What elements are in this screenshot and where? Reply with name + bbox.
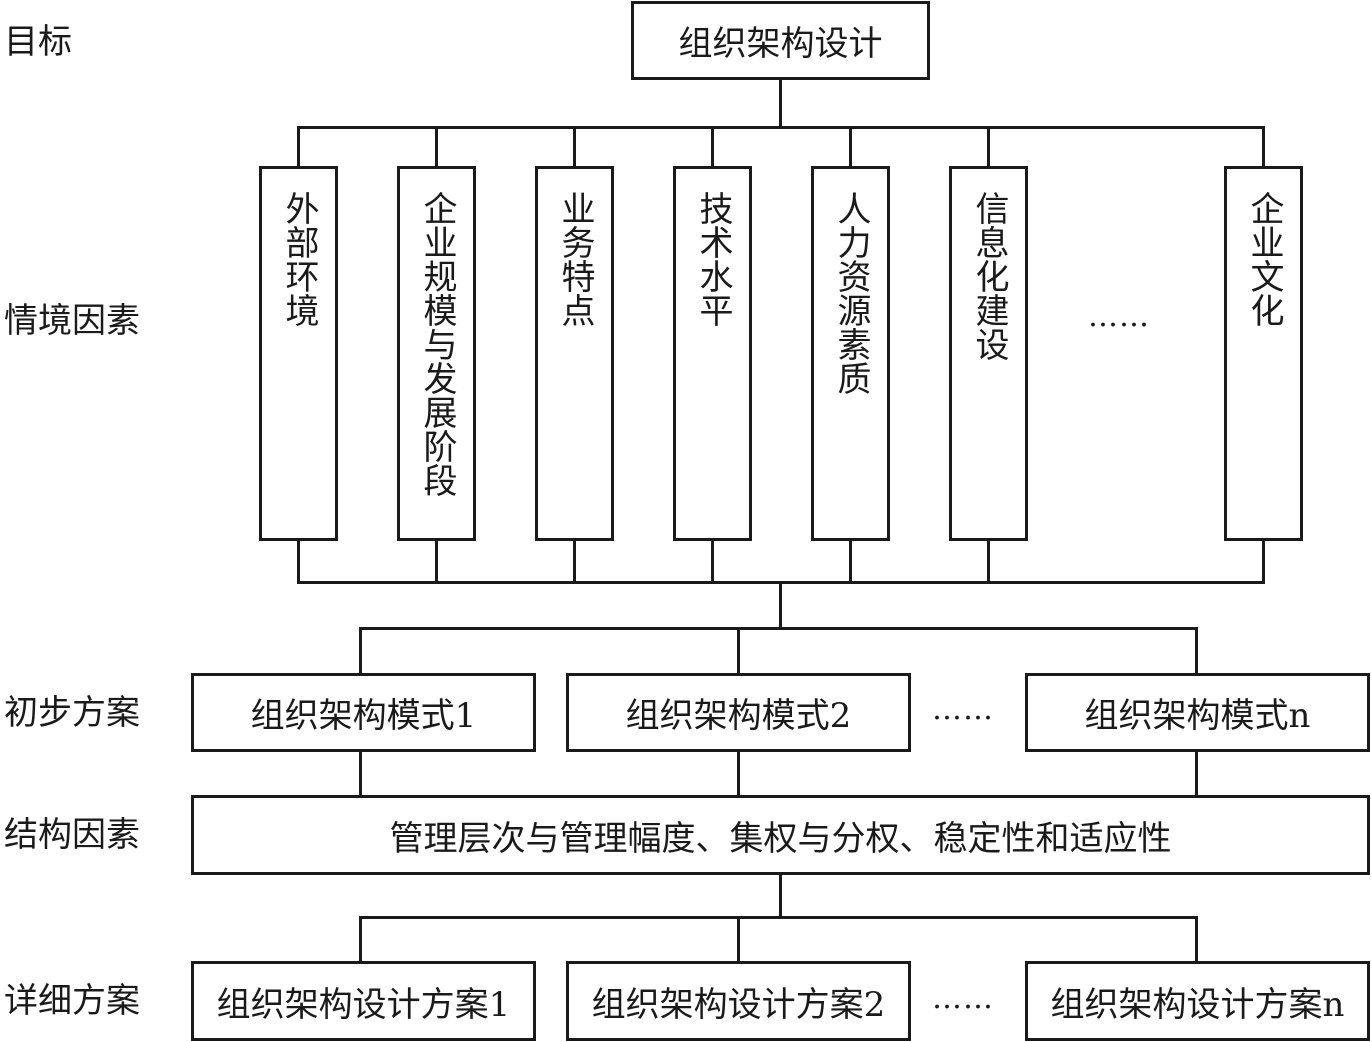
preliminary-plan-label: 组织架构模式1	[250, 696, 477, 736]
connector-line	[1262, 126, 1265, 168]
connector-line	[1195, 751, 1198, 797]
connector-line	[1195, 627, 1198, 675]
connector-line	[573, 540, 576, 584]
row-label-structural: 结构因素	[4, 815, 140, 855]
row-label-situational: 情境因素	[4, 301, 140, 341]
factor-label: 技术水平	[693, 191, 733, 327]
connector-line	[359, 627, 1198, 630]
connector-line	[987, 126, 990, 168]
connector-line	[737, 627, 740, 675]
factor-box-external-environment: 外部环境	[259, 166, 338, 541]
preliminary-ellipsis: ……	[932, 692, 994, 727]
connector-line	[779, 79, 782, 129]
row-label-goal: 目标	[4, 22, 72, 62]
factor-box-enterprise-scale: 企业规模与发展阶段	[397, 166, 476, 541]
connector-line	[1262, 540, 1265, 584]
detailed-plan-label: 组织架构设计方案2	[591, 984, 886, 1025]
factor-box-technology-level: 技术水平	[673, 166, 752, 541]
row-label-preliminary: 初步方案	[4, 693, 140, 733]
factor-box-corporate-culture: 企业文化	[1224, 166, 1303, 541]
connector-line	[987, 540, 990, 584]
connector-line	[711, 540, 714, 584]
connector-line	[849, 540, 852, 584]
detailed-plan-box-2: 组织架构设计方案2	[566, 961, 911, 1041]
goal-box-label: 组织架构设计	[678, 24, 883, 64]
connector-line	[435, 540, 438, 584]
connector-line	[297, 126, 300, 168]
connector-line	[435, 126, 438, 168]
preliminary-plan-box-1: 组织架构模式1	[191, 673, 536, 752]
row-label-detailed: 详细方案	[4, 981, 140, 1021]
preliminary-plan-label: 组织架构模式n	[1084, 696, 1311, 736]
connector-line	[1195, 916, 1198, 962]
connector-line	[737, 916, 740, 962]
connector-line	[297, 126, 1264, 129]
connector-line	[779, 874, 782, 919]
factor-label: 信息化建设	[969, 191, 1009, 361]
goal-box: 组织架构设计	[631, 1, 930, 80]
detailed-plan-box-1: 组织架构设计方案1	[191, 961, 536, 1041]
factor-label: 企业规模与发展阶段	[417, 191, 457, 497]
factor-box-informatization: 信息化建设	[949, 166, 1028, 541]
factor-ellipsis: ……	[1088, 299, 1150, 334]
connector-line	[849, 126, 852, 168]
connector-line	[737, 751, 740, 797]
preliminary-plan-box-2: 组织架构模式2	[566, 673, 911, 752]
structural-factors-box: 管理层次与管理幅度、集权与分权、稳定性和适应性	[191, 795, 1370, 875]
preliminary-plan-box-n: 组织架构模式n	[1025, 673, 1370, 752]
connector-line	[711, 126, 714, 168]
factor-label: 企业文化	[1244, 191, 1284, 327]
connector-line	[359, 627, 362, 675]
factor-box-human-resources: 人力资源素质	[811, 166, 890, 541]
detailed-plan-label: 组织架构设计方案n	[1050, 984, 1345, 1025]
detailed-plan-label: 组织架构设计方案1	[216, 984, 511, 1025]
factor-label: 业务特点	[555, 191, 595, 327]
factor-label: 人力资源素质	[831, 191, 871, 395]
connector-line	[359, 916, 1198, 919]
structural-factors-label: 管理层次与管理幅度、集权与分权、稳定性和适应性	[389, 818, 1172, 859]
factor-label: 外部环境	[279, 191, 319, 327]
connector-line	[297, 540, 300, 584]
connector-line	[779, 581, 782, 629]
connector-line	[359, 916, 362, 962]
connector-line	[573, 126, 576, 168]
detailed-plan-box-n: 组织架构设计方案n	[1025, 961, 1370, 1041]
detailed-ellipsis: ……	[932, 981, 994, 1016]
factor-box-business-features: 业务特点	[535, 166, 614, 541]
preliminary-plan-label: 组织架构模式2	[625, 696, 852, 736]
connector-line	[359, 751, 362, 797]
